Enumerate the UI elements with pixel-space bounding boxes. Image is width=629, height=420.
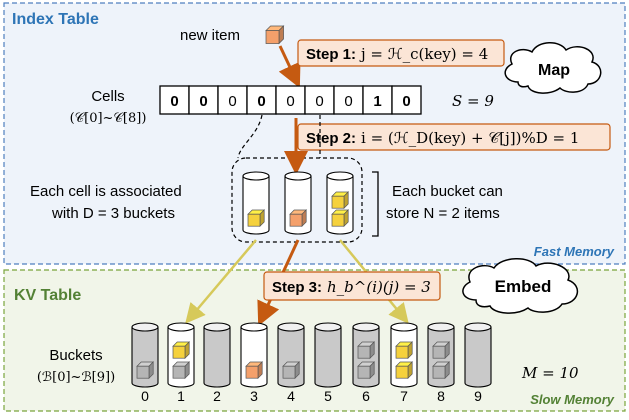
arrow-new-item-to-cell [278,45,301,89]
kv-item-cube-icon [136,361,155,380]
cells-array: 0 0 0 0 0 0 0 1 0 [159,85,422,115]
bucket-item-cube-icon [331,209,350,228]
new-item-cube-icon [265,25,285,45]
kv-bucket-index: 6 [362,388,370,404]
embed-cloud: Embed [462,258,579,314]
kv-item-cube-icon [245,361,264,380]
step2-label: Step 2: [306,130,356,147]
kv-item-cube-icon [172,361,191,380]
svg-text:Step 1:j = ℋ_c(key) = 4: Step 1:j = ℋ_c(key) = 4 [306,45,488,63]
kv-bucket-index: 8 [437,388,445,404]
kv-bucket-index: 3 [250,388,258,404]
step2-formula: i = (ℋ_D(key) + 𝒞[j])%D = 1 [361,129,579,147]
assoc-text-2: with D = 3 buckets [51,205,175,222]
map-cloud: Map [504,42,602,94]
cell-box [246,85,277,115]
kv-bucket-index: 5 [324,388,332,404]
kv-item-cube-icon [395,361,414,380]
kv-buckets: 0 1 2 3 4 5 6 7 8 9 [131,322,492,404]
slow-memory-label: Slow Memory [530,392,615,407]
svg-text:Step 3:h_b^(i)(j) = 3: Step 3: h_b^(i)(j) = 3 [272,278,431,296]
kv-bucket-index: 9 [474,388,482,404]
m-label: M = 10 [521,364,579,382]
kv-item-cube-icon [357,341,376,360]
step1-box: Step 1:j = ℋ_c(key) = 4 [297,39,505,67]
assoc-text-1: Each cell is associated [30,183,182,200]
cell-box [188,85,219,115]
step3-label: Step 3: [272,279,322,296]
s-label: S = 9 [452,92,494,110]
new-item-label: new item [180,27,240,44]
fast-memory-label: Fast Memory [534,244,615,259]
kv-bucket-5 [314,322,342,388]
kv-bucket-index: 4 [287,388,295,404]
buckets-label: Buckets [49,347,102,364]
kv-table-title: KV Table [14,287,81,304]
map-label: Map [538,62,570,79]
kv-item-cube-icon [432,361,451,380]
index-table-title: Index Table [12,11,99,28]
cell-box [217,85,248,115]
cell-value: 0 [286,93,294,110]
kv-item-cube-icon [357,361,376,380]
cell-value: 1 [373,93,381,110]
cell-value: 0 [257,93,265,110]
buckets-range: (ℬ[0]~ℬ[9]) [37,370,115,385]
cell-value: 0 [402,93,410,110]
kv-item-cube-icon [282,361,301,380]
step1-label: Step 1: [306,46,356,63]
kv-item-cube-icon [432,341,451,360]
cell-value: 0 [199,93,207,110]
bucket-text-2: store N = 2 items [386,205,500,222]
kv-bucket-index: 0 [141,388,149,404]
step3-box: Step 3: h_b^(i)(j) = 3 [263,271,441,301]
step2-box: Step 2: i = (ℋ_D(key) + 𝒞[j])%D = 1 [297,123,611,151]
cell-value: 0 [228,93,236,110]
embed-label: Embed [495,277,552,296]
cells-range: (𝒞[0]~𝒞[8]) [70,111,147,126]
cell-box [391,85,422,115]
cell-value: 0 [344,93,352,110]
cell-value: 0 [170,93,178,110]
bucket-text-1: Each bucket can [392,183,503,200]
new-item-cube-icon [265,25,285,45]
kv-bucket-index: 1 [177,388,185,404]
cells-label: Cells [91,88,124,105]
bucket-item-cube-icon [289,209,308,228]
step3-formula: h_b^(i)(j) = 3 [327,278,431,296]
bucket-item-cube-icon [331,191,350,210]
kv-item-cube-icon [395,341,414,360]
step1-formula: j = ℋ_c(key) = 4 [359,45,488,63]
bucket-item-cube-icon [247,209,266,228]
kv-bucket-2 [203,322,231,388]
cell-box [275,85,306,115]
bucket-brace [372,171,379,237]
kv-item-cube-icon [172,341,191,360]
arrow-bucket0-to-kv [185,239,257,324]
cell-value: 0 [315,93,323,110]
svg-text:Step 2:i = (ℋ_D(key) + 𝒞[j])%: Step 2: i = (ℋ_D(key) + 𝒞[j])%D = 1 [306,129,579,147]
kv-bucket-index: 7 [400,388,408,404]
kv-bucket-9 [464,322,492,388]
cell-buckets [242,171,354,235]
kv-bucket-index: 2 [213,388,221,404]
